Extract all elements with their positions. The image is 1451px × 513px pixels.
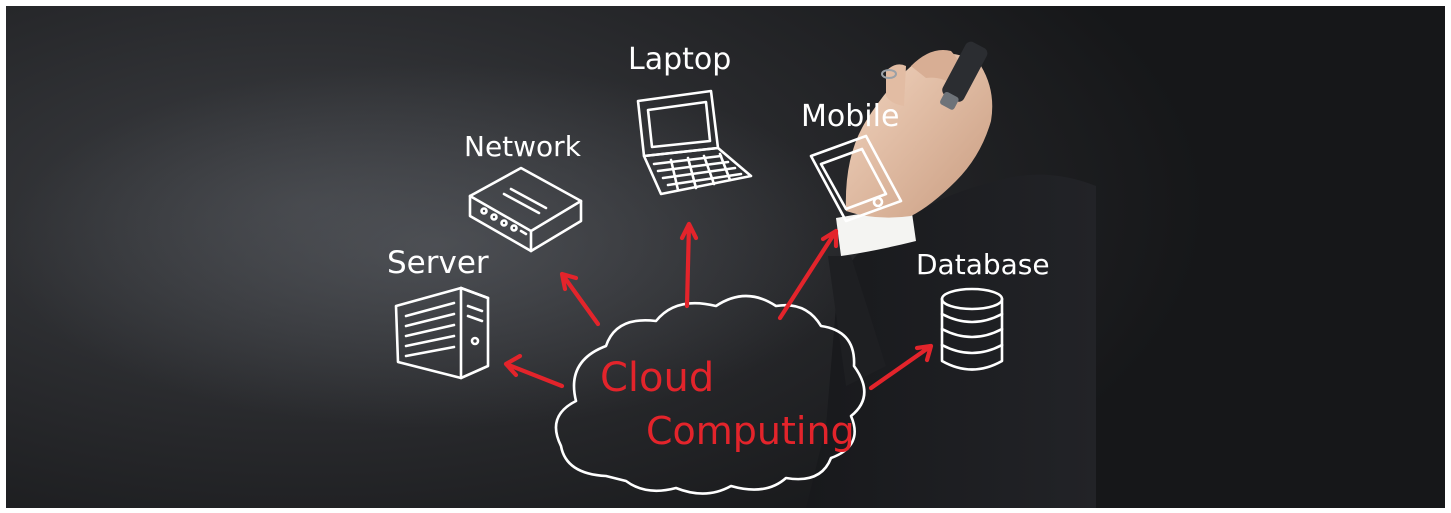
label-network: Network	[464, 130, 582, 163]
marker-pen	[940, 41, 988, 110]
arrow-to-laptop	[679, 221, 699, 309]
arrow-to-network	[559, 271, 601, 327]
diagram-canvas: Server Network Laptop Mobile Database Cl…	[387, 41, 1096, 508]
label-mobile: Mobile	[801, 99, 899, 134]
cloud-title-line1: Cloud	[600, 355, 714, 401]
network-icon	[468, 166, 583, 253]
chalkboard-scene: Server Network Laptop Mobile Database Cl…	[6, 6, 1445, 508]
ring	[881, 69, 897, 79]
arrow-to-server	[503, 353, 565, 389]
hand-with-marker	[845, 41, 993, 218]
label-laptop: Laptop	[628, 42, 731, 77]
server-icon	[394, 286, 490, 380]
database-icon	[940, 287, 1004, 371]
arrows	[503, 221, 934, 391]
label-server: Server	[387, 245, 489, 281]
cloud-icon	[554, 294, 866, 495]
label-database: Database	[916, 248, 1050, 281]
laptop-icon	[636, 89, 753, 196]
arrow-to-mobile	[777, 228, 839, 321]
mobile-icon	[809, 134, 903, 223]
cloud-title-line2: Computing	[646, 409, 855, 453]
arrow-to-database	[868, 343, 934, 391]
